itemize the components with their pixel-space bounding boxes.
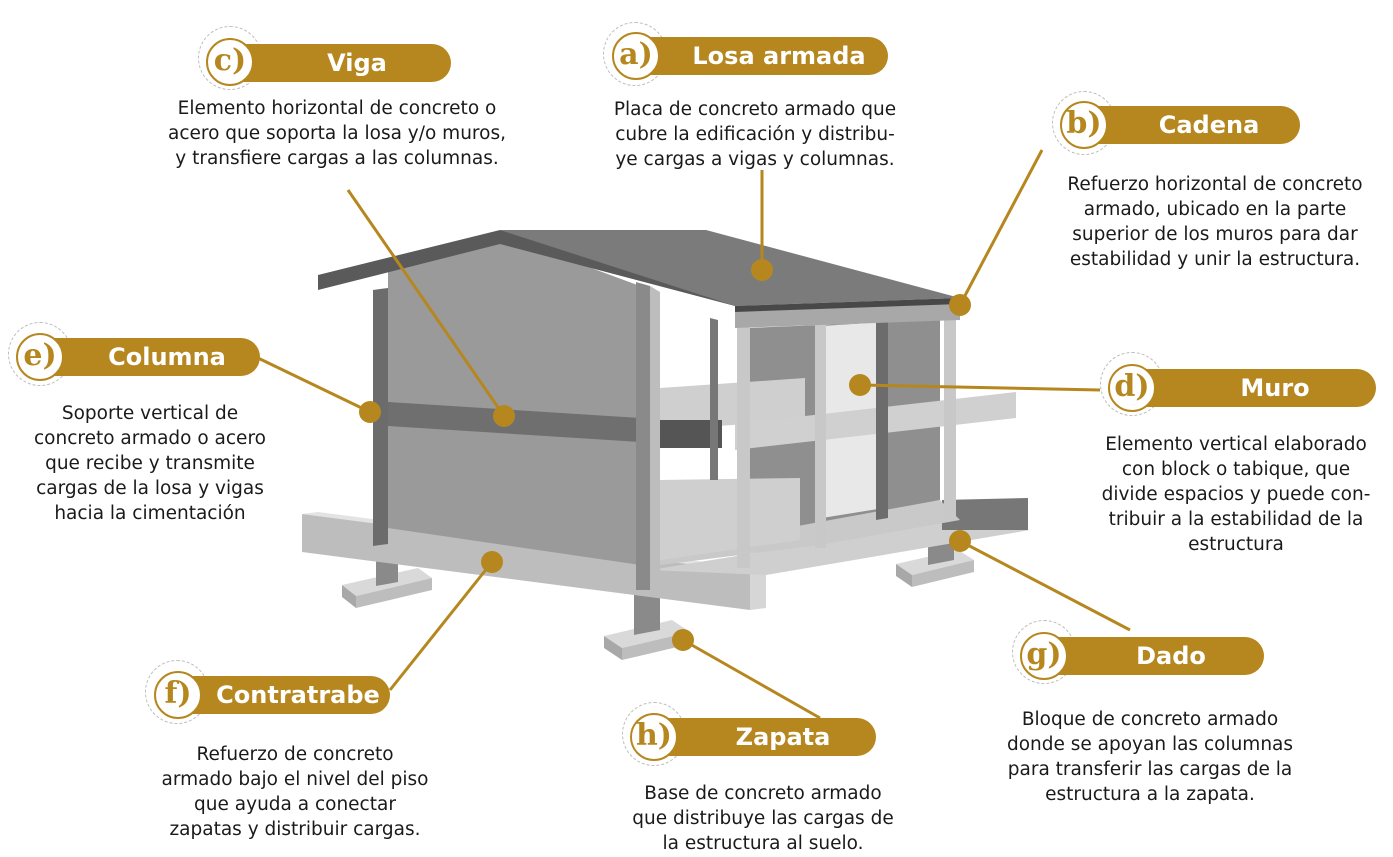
leader-c bbox=[346, 189, 506, 417]
marker-f bbox=[481, 551, 503, 573]
label-description: Elemento horizontal de concreto o acero … bbox=[168, 98, 506, 169]
label-letter: h) bbox=[630, 713, 678, 761]
leader-e bbox=[257, 356, 371, 414]
marker-a bbox=[751, 259, 773, 281]
label-letter: e) bbox=[16, 333, 64, 381]
label-description: Bloque de concreto armado donde se apoya… bbox=[1006, 709, 1294, 805]
label-letter: a) bbox=[612, 32, 660, 80]
lower-rails bbox=[660, 478, 800, 560]
column-3 bbox=[876, 320, 888, 520]
mezzanine-rails bbox=[660, 378, 805, 430]
label-title: Muro bbox=[1126, 369, 1376, 407]
label-description: Base de concreto armado que distribuye l… bbox=[632, 783, 894, 854]
beam-end bbox=[640, 420, 722, 448]
label-letter: f) bbox=[154, 671, 202, 719]
column-2 bbox=[815, 322, 826, 548]
label-title: Zapata bbox=[650, 718, 876, 756]
column-left bbox=[373, 288, 388, 546]
leader-b bbox=[958, 149, 1044, 306]
footing-front bbox=[604, 586, 690, 660]
label-title: Viga bbox=[225, 44, 451, 82]
label-title: Contratrabe bbox=[172, 676, 390, 714]
column-front bbox=[737, 325, 750, 568]
label-letter: b) bbox=[1060, 101, 1108, 149]
label-title: Losa armada bbox=[630, 37, 888, 75]
marker-g bbox=[949, 530, 971, 552]
label-description: Refuerzo horizontal de concreto armado, … bbox=[1067, 174, 1363, 270]
label-description: Elemento vertical elaborado con block o … bbox=[1101, 434, 1371, 555]
label-title: Dado bbox=[1040, 637, 1264, 675]
marker-d bbox=[849, 374, 871, 396]
leader-d bbox=[859, 383, 1101, 392]
label-title: Columna bbox=[34, 338, 260, 376]
side-wall bbox=[388, 238, 640, 565]
marker-c bbox=[493, 405, 515, 427]
beam-side bbox=[388, 402, 640, 442]
label-letter: g) bbox=[1020, 632, 1068, 680]
label-description: Refuerzo de concreto armado bajo el nive… bbox=[161, 744, 429, 840]
label-description: Soporte vertical de concreto armado o ac… bbox=[34, 403, 266, 524]
label-letter: d) bbox=[1108, 364, 1156, 412]
footing-left bbox=[342, 552, 432, 608]
label-description: Placa de concreto armado que cubre la ed… bbox=[613, 99, 897, 170]
column-mid bbox=[636, 282, 650, 590]
leader-h bbox=[682, 638, 821, 720]
marker-e bbox=[359, 401, 381, 423]
marker-h bbox=[672, 629, 694, 651]
label-title: Cadena bbox=[1080, 106, 1300, 144]
label-letter: c) bbox=[206, 38, 254, 86]
leader-f bbox=[388, 561, 494, 691]
column-right bbox=[944, 312, 956, 520]
marker-b bbox=[949, 294, 971, 316]
leader-g bbox=[959, 539, 1131, 632]
